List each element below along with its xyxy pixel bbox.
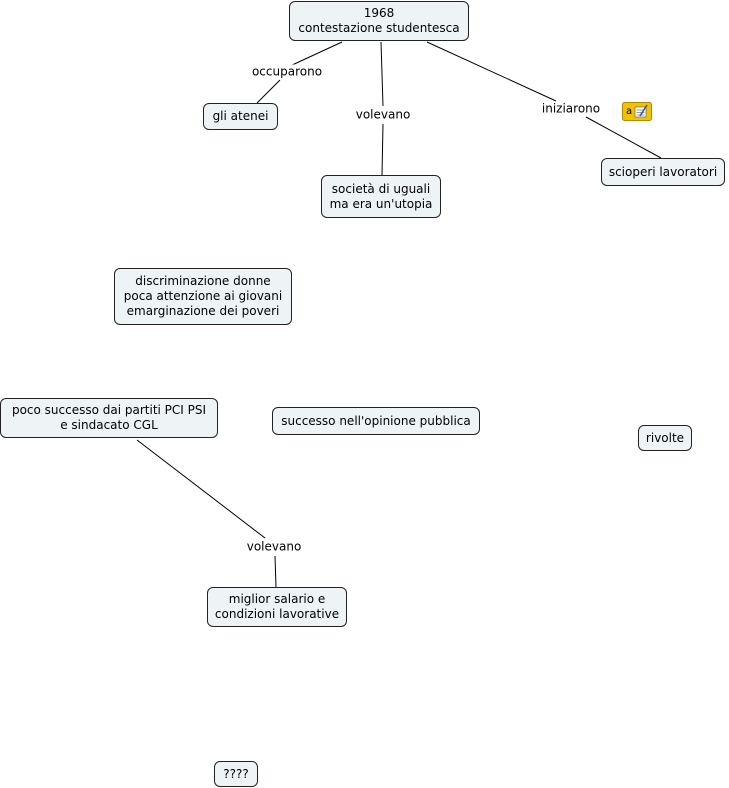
link-root-volevano (380, 41, 384, 107)
linking-phrase-occuparono[interactable]: occuparono (249, 64, 325, 80)
concept-line: successo nell'opinione pubblica (281, 413, 471, 428)
concept-rivolte[interactable]: rivolte (638, 425, 692, 451)
concept-gli-atenei[interactable]: gli atenei (203, 103, 278, 130)
concept-line: e sindacato CGL (60, 418, 158, 432)
linking-phrase-volevano-2[interactable]: volevano (244, 539, 304, 555)
link-root-occuparono (289, 41, 343, 67)
concept-societa-di-uguali[interactable]: società di uguali ma era un'utopia (321, 175, 441, 218)
link-occuparono-atenei (256, 79, 281, 104)
link-root-iniziarono (426, 41, 557, 102)
annotation-note-icon[interactable]: a (622, 102, 652, 125)
concept-line: poco successo dai partiti PCI PSI (11, 403, 207, 417)
linking-phrase-volevano[interactable]: volevano (353, 107, 413, 123)
concept-poco-successo-partiti[interactable]: poco successo dai partiti PCI PSI e sind… (0, 398, 218, 438)
concept-line: rivolte (645, 430, 685, 445)
concept-question-marks[interactable]: ???? (214, 761, 258, 787)
link-partiti-volevano (136, 439, 266, 539)
concept-line: discriminazione donne (135, 274, 271, 288)
concept-line: contestazione studentesca (298, 21, 460, 35)
concept-scioperi-lavoratori[interactable]: scioperi lavoratori (601, 158, 725, 186)
link-volevano-salario (274, 555, 277, 588)
svg-text:a: a (626, 106, 632, 117)
concept-line: scioperi lavoratori (608, 164, 718, 179)
concept-line: ???? (223, 766, 249, 781)
concept-line: poca attenzione ai giovani (123, 289, 283, 303)
concept-miglior-salario[interactable]: miglior salario e condizioni lavorative (207, 587, 347, 627)
linking-phrase-iniziarono[interactable]: iniziarono (539, 101, 603, 117)
concept-discriminazione[interactable]: discriminazione donne poca attenzione ai… (114, 268, 292, 325)
concept-line: 1968 (363, 6, 395, 20)
concept-root[interactable]: 1968 contestazione studentesca (289, 1, 469, 41)
concept-line: ma era un'utopia (329, 196, 433, 211)
concept-line: gli atenei (212, 109, 269, 123)
concept-successo-opinione-pubblica[interactable]: successo nell'opinione pubblica (272, 407, 480, 435)
concept-line: società di uguali (331, 181, 431, 196)
concept-line: miglior salario e (228, 592, 326, 606)
concept-line: emarginazione dei poveri (126, 304, 280, 318)
link-iniziarono-scioperi (585, 116, 662, 159)
link-volevano-societa (381, 123, 384, 176)
concept-line: condizioni lavorative (214, 607, 340, 621)
